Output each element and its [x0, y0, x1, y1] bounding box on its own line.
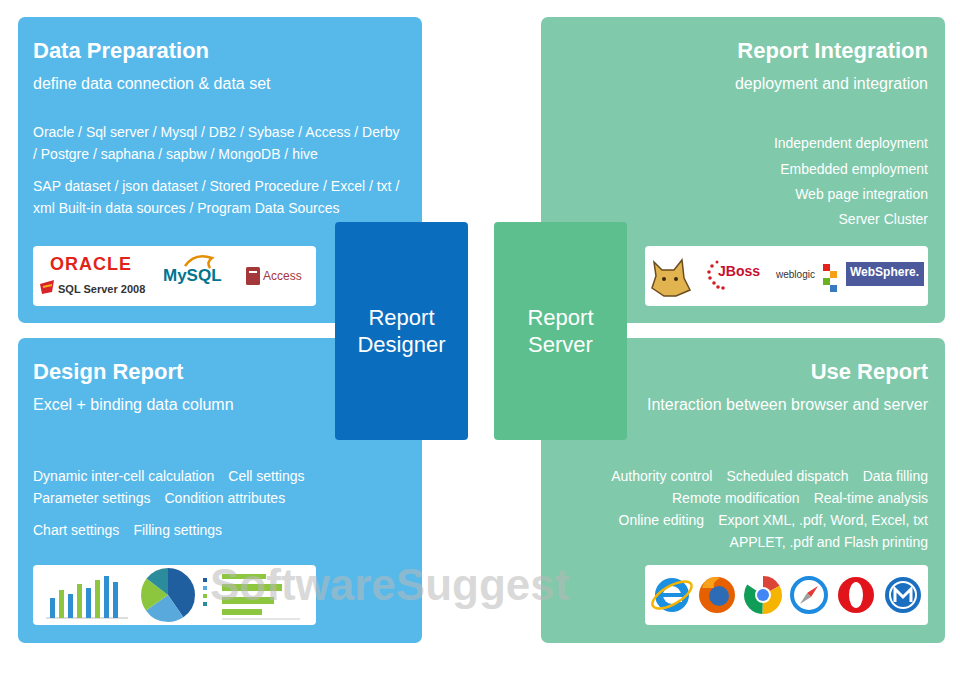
feature-text: Condition attributes [165, 487, 286, 509]
hub-title: Report Server [502, 304, 619, 358]
panel-subtitle: define data connection & data set [33, 73, 271, 95]
logo-text: JBoss [718, 263, 760, 279]
feature-text: Web page integration [795, 183, 928, 205]
websphere-badge [846, 262, 924, 286]
feature-text: Export XML, .pdf, Word, Excel, txt [718, 509, 928, 531]
watermark: SoftwareSuggest [210, 560, 569, 611]
feature-text: Independent deployment [774, 132, 928, 154]
feature-text: Embedded employment [780, 158, 928, 180]
feature-text: Dynamic inter-cell calculation [33, 465, 214, 487]
panel-heading: Data Preparation [33, 37, 209, 65]
pie-chart [155, 582, 182, 609]
feature-text: Online editing [619, 509, 705, 531]
logo-strip [33, 246, 316, 306]
report-server-box: Report Server [494, 222, 627, 440]
feature-text: SAP dataset / json dataset / Stored Proc… [33, 175, 405, 219]
feature-text: Server Cluster [839, 208, 928, 230]
panel-heading: Report Integration [737, 37, 928, 65]
report-designer-box: Report Designer [335, 222, 468, 440]
ie-icon [648, 576, 695, 614]
feature-text: Real-time analysis [814, 487, 928, 509]
feature-text: Chart settings [33, 519, 119, 541]
use-report-panel: Use ReportInteraction between browser an… [541, 338, 945, 643]
logo-text: SQL Server 2008 [58, 283, 145, 296]
panel-subtitle: Interaction between browser and server [647, 394, 928, 416]
feature-text: Filling settings [133, 519, 222, 541]
logo-text: WebSphere. [850, 266, 919, 280]
feature-text: Data filling [863, 465, 928, 487]
tomcat-icon [652, 260, 690, 296]
feature-text: Scheduled dispatch [726, 465, 848, 487]
firefox-icon [699, 577, 735, 613]
chrome-center [755, 587, 771, 603]
chrome-center [757, 589, 769, 601]
logo-text: ORACLE [50, 254, 132, 275]
panel-subtitle: Excel + binding data column [33, 394, 234, 416]
safari-icon [792, 578, 826, 612]
panel-heading: Use Report [811, 358, 928, 386]
logo-text: Access [263, 270, 302, 284]
panel-subtitle: deployment and integration [735, 73, 928, 95]
feature-text: Cell settings [228, 465, 304, 487]
maxthon-icon [885, 577, 921, 613]
browser-strip [645, 565, 928, 625]
sqlserver-icon [40, 280, 54, 294]
panel-heading: Design Report [33, 358, 183, 386]
opera-icon [838, 577, 874, 613]
feature-text: APPLET, .pdf and Flash printing [730, 531, 928, 553]
bar-chart [46, 576, 128, 618]
feature-text: Authority control [611, 465, 712, 487]
feature-text: Oracle / Sql server / Mysql / DB2 / Syba… [33, 121, 405, 165]
logo-text: weblogic [776, 269, 815, 281]
weblogic-blocks [823, 264, 837, 292]
logo-strip [645, 246, 928, 306]
logo-text: MySQL [163, 266, 222, 286]
chrome-icon [754, 586, 773, 605]
access-icon [246, 267, 260, 285]
legend-squares [203, 578, 207, 606]
hub-title: Report Designer [343, 304, 460, 358]
feature-text: Parameter settings [33, 487, 151, 509]
feature-text: Remote modification [672, 487, 800, 509]
